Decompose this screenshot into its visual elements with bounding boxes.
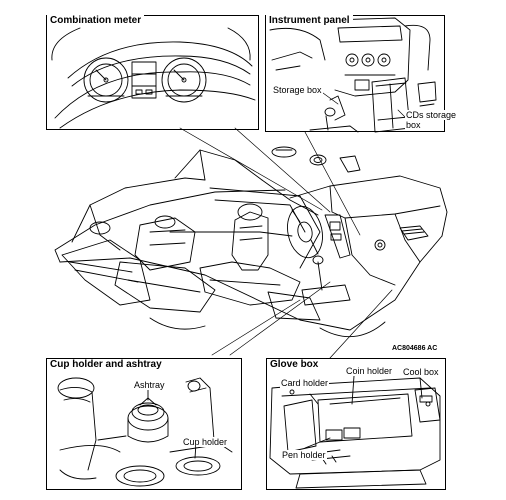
card-holder-label: Card holder bbox=[280, 378, 330, 388]
instrument-panel-title: Instrument panel bbox=[266, 15, 353, 27]
cool-box-label: Cool box bbox=[402, 367, 440, 377]
cup-holder-label: Cup holder bbox=[182, 437, 229, 447]
cds-storage-box-label-line2: box bbox=[405, 120, 422, 130]
glove-box-drawing bbox=[269, 375, 441, 489]
coin-holder-label: Coin holder bbox=[345, 366, 394, 376]
instrument-panel-leaders bbox=[322, 92, 406, 118]
pen-holder-label: Pen holder bbox=[281, 450, 327, 460]
storage-box-label: Storage box bbox=[272, 85, 323, 95]
panel-combination-meter bbox=[46, 15, 259, 130]
ashtray-label: Ashtray bbox=[133, 380, 166, 390]
combination-meter-drawing bbox=[51, 27, 256, 129]
instrument-panel-drawing bbox=[269, 17, 437, 133]
cup-holder-drawing bbox=[57, 377, 233, 487]
glove-box-title: Glove box bbox=[267, 359, 322, 371]
car-cutaway bbox=[54, 146, 448, 338]
panel-cup-holder-ashtray bbox=[46, 358, 242, 490]
cup-holder-ashtray-title: Cup holder and ashtray bbox=[47, 359, 165, 371]
panel-glove-box bbox=[266, 358, 446, 490]
combination-meter-title: Combination meter bbox=[47, 15, 145, 27]
panel-instrument-panel bbox=[265, 15, 445, 132]
leader-lines bbox=[179, 127, 393, 359]
figure-code: AC804686 AC bbox=[392, 345, 438, 352]
cds-storage-box-label-line1: CDs storage bbox=[405, 110, 458, 120]
